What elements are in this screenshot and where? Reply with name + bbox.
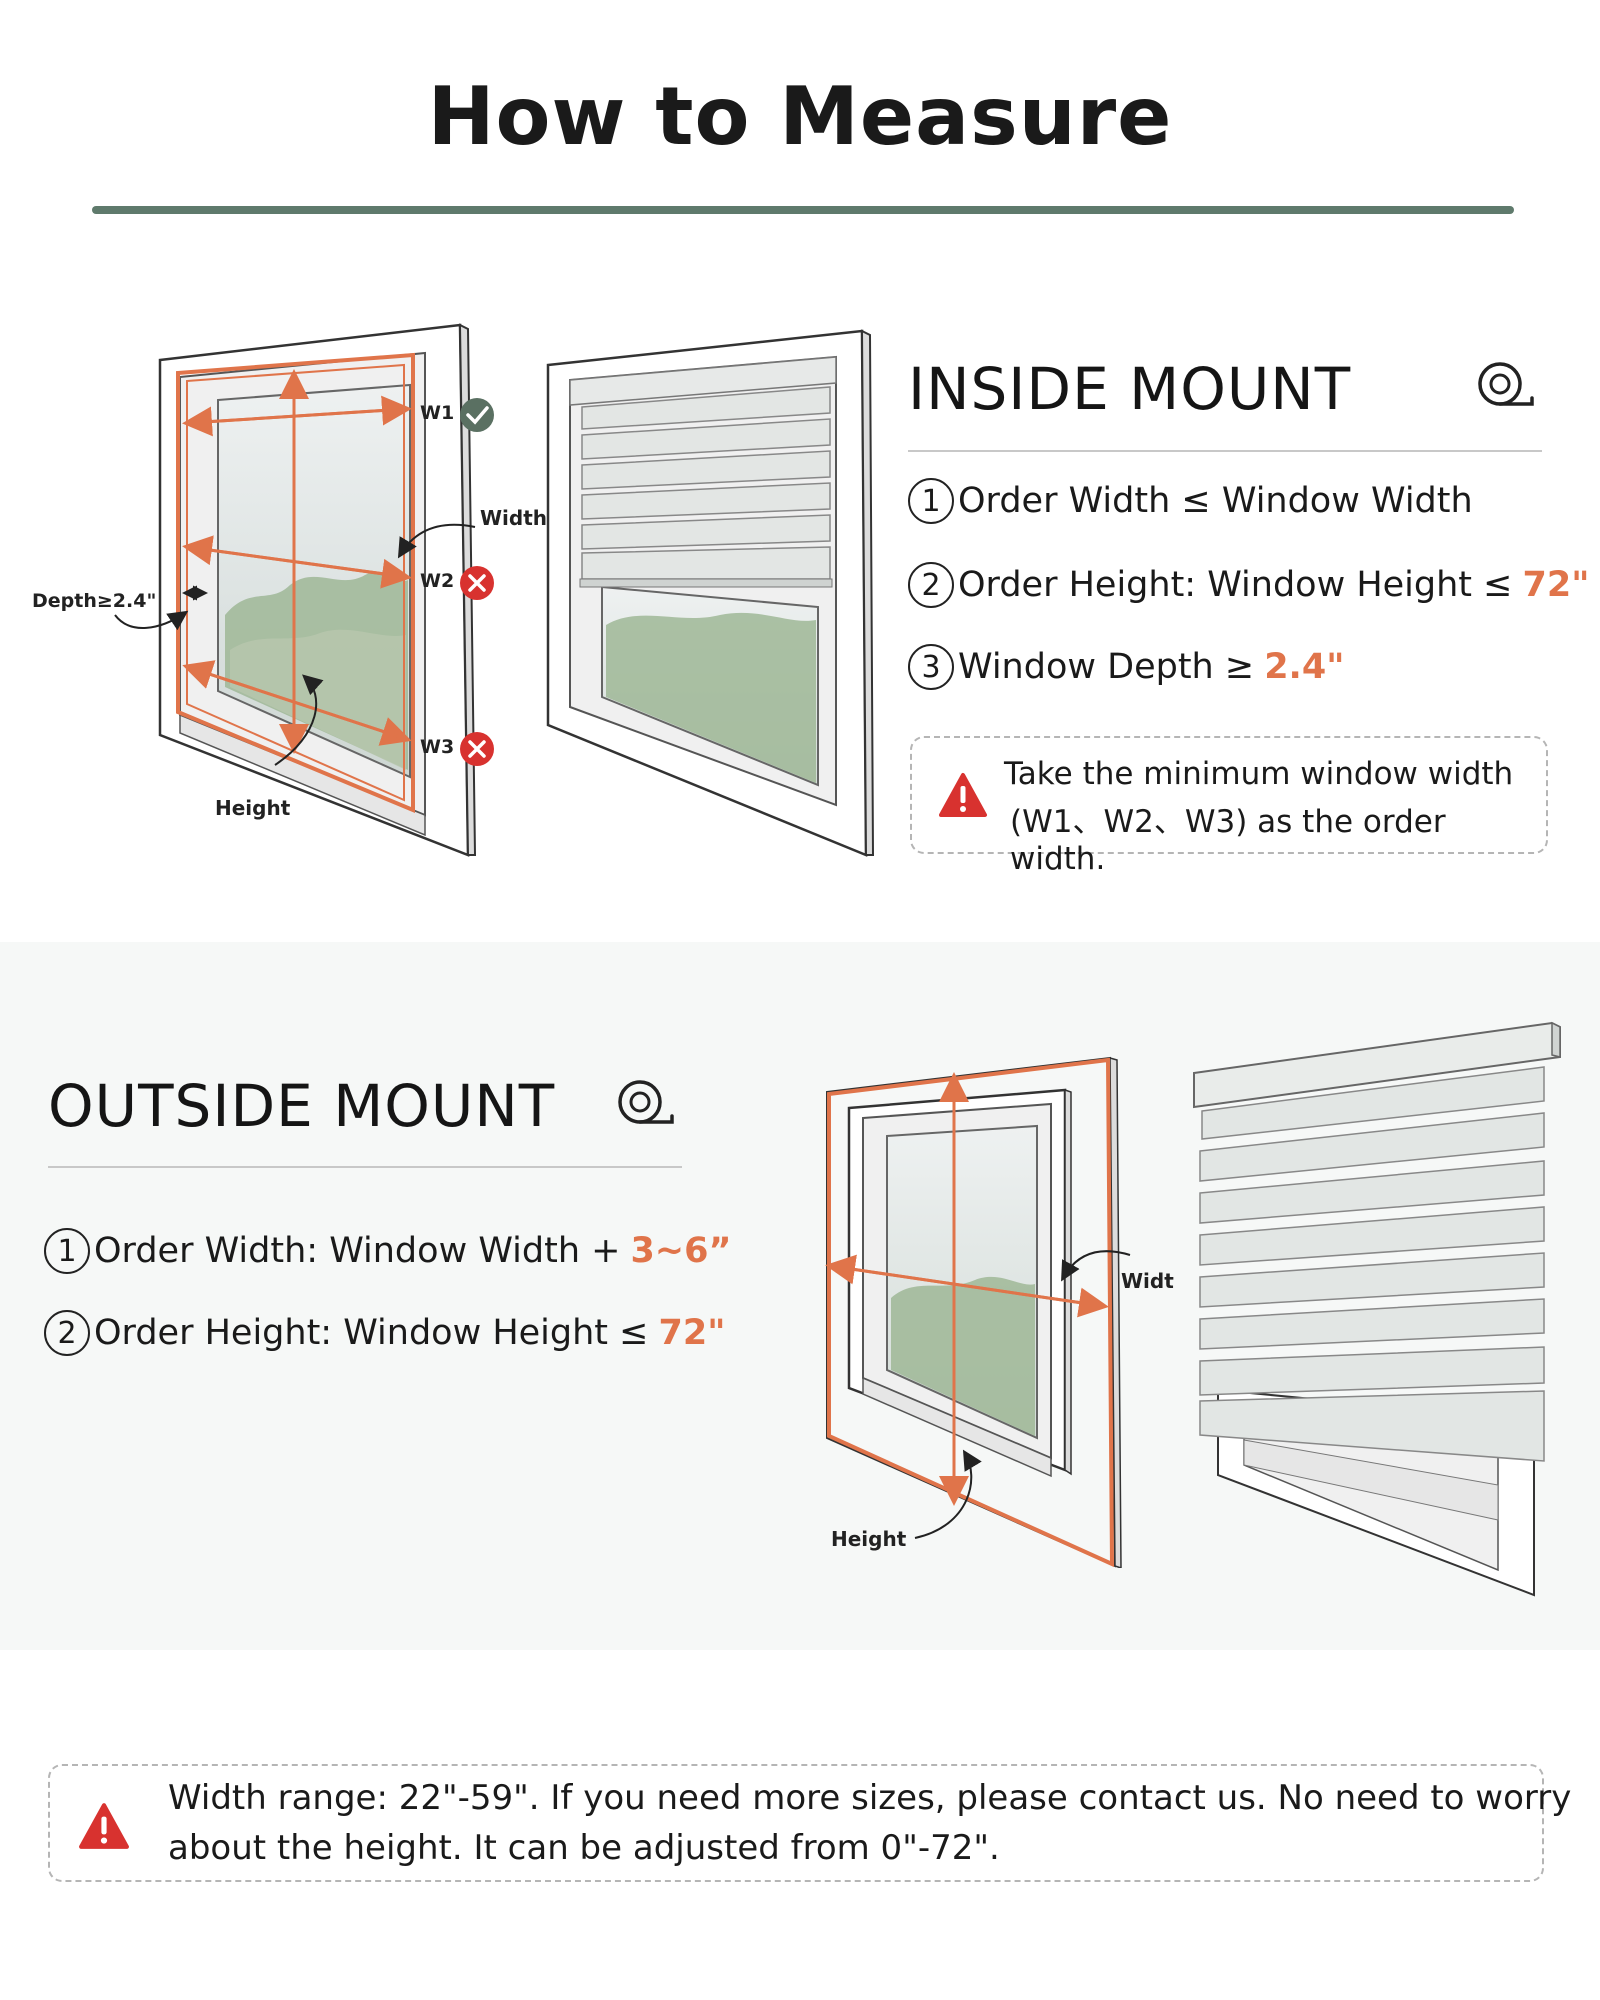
- width-label: Width: [1121, 1269, 1175, 1293]
- step-number: 1: [44, 1228, 90, 1274]
- cross-icon: [460, 566, 494, 600]
- page-title: How to Measure: [427, 70, 1173, 163]
- w1-label: W1: [420, 402, 454, 424]
- inside-note-line-1: Take the minimum window width: [1004, 756, 1514, 792]
- step-number: 2: [44, 1310, 90, 1356]
- inside-mount-window-diagram: W1 W2 W3 Width Height Depth≥2.4": [32, 323, 547, 857]
- depth-label: Depth≥2.4": [32, 590, 156, 612]
- w2-label: W2: [420, 570, 454, 592]
- inside-mount-item-3: 3 Window Depth ≥ 2.4": [908, 644, 1344, 690]
- item-highlight: 72": [658, 1313, 726, 1353]
- outside-mount-blind-diagram: [1193, 1021, 1561, 1597]
- step-number: 1: [908, 478, 954, 524]
- inside-mount-item-1: 1 Order Width ≤ Window Width: [908, 478, 1473, 524]
- width-range-note: Width range: 22"-59". If you need more s…: [48, 1764, 1571, 1882]
- inside-mount-heading: INSIDE MOUNT: [908, 355, 1352, 423]
- item-highlight: 72": [1522, 565, 1590, 605]
- tape-measure-icon: [618, 1080, 674, 1124]
- cross-icon: [460, 732, 494, 766]
- title-divider: [92, 206, 1514, 214]
- item-text: Order Width ≤ Window Width: [958, 481, 1473, 521]
- tape-measure-icon: [1478, 362, 1534, 406]
- warning-icon: [939, 773, 987, 817]
- height-label: Height: [831, 1527, 907, 1551]
- item-text: Order Width: Window Width +: [94, 1231, 621, 1271]
- outside-mount-window-diagram: Width Height: [825, 1056, 1175, 1568]
- inside-mount-note: Take the minimum window width (W1、W2、W3)…: [910, 736, 1548, 877]
- item-text: Window Depth ≥: [958, 647, 1255, 687]
- inside-mount-divider: [908, 450, 1542, 452]
- outside-mount-heading: OUTSIDE MOUNT: [48, 1072, 556, 1140]
- warning-icon: [79, 1803, 129, 1849]
- step-number: 3: [908, 644, 954, 690]
- step-number: 2: [908, 562, 954, 608]
- footer-note-line-1: Width range: 22"-59". If you need more s…: [168, 1778, 1572, 1818]
- inside-mount-item-2: 2 Order Height: Window Height ≤ 72": [908, 562, 1589, 608]
- item-highlight: 2.4": [1264, 647, 1345, 687]
- inside-mount-blind-diagram: [546, 329, 875, 857]
- check-icon: [460, 398, 494, 432]
- w3-label: W3: [420, 736, 454, 758]
- width-label: Width: [480, 506, 547, 530]
- item-text: Order Height: Window Height ≤: [94, 1313, 649, 1353]
- inside-note-line-2: (W1、W2、W3) as the order width.: [1010, 804, 1446, 877]
- footer-note-line-2: about the height. It can be adjusted fro…: [168, 1828, 1000, 1868]
- height-label: Height: [215, 796, 291, 820]
- item-text: Order Height: Window Height ≤: [958, 565, 1513, 605]
- item-highlight: 3~6”: [630, 1231, 732, 1271]
- outside-mount-item-2: 2 Order Height: Window Height ≤ 72": [44, 1310, 725, 1356]
- outside-mount-divider: [48, 1166, 682, 1168]
- outside-mount-item-1: 1 Order Width: Window Width + 3~6”: [44, 1228, 732, 1274]
